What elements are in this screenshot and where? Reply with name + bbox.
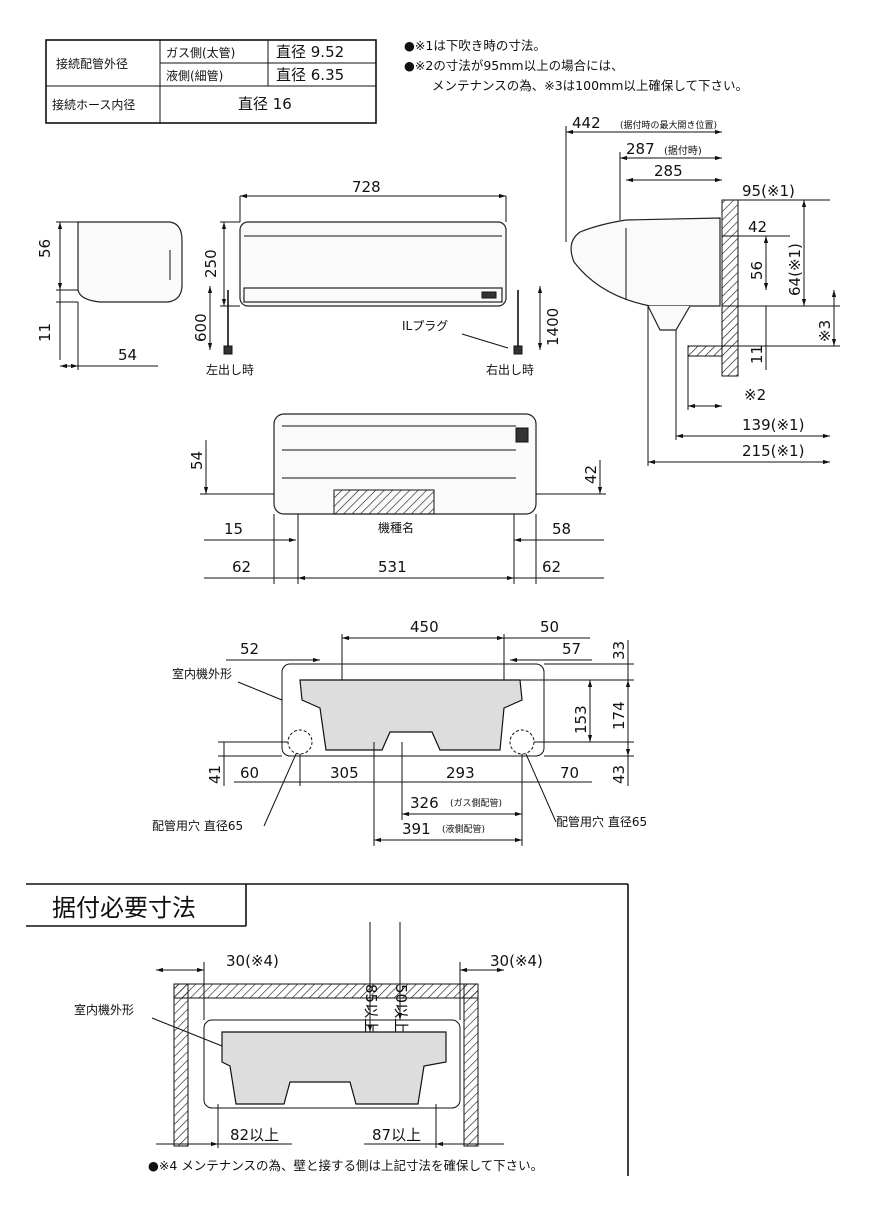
plate-326-note: (ガス側配管): [450, 797, 502, 809]
side-42: 42: [748, 218, 767, 236]
install-left-82: 82以上: [230, 1126, 279, 1144]
plate-view: 450 50 52 57 33 153 174 43 41 60 305 293…: [152, 618, 647, 846]
front-height-250: 250: [202, 249, 220, 278]
pipe-diameter-label: 接続配管外径: [56, 56, 128, 71]
plate-293: 293: [446, 764, 475, 782]
plate-57: 57: [562, 640, 581, 658]
gas-side-label: ガス側(太管): [166, 45, 235, 60]
side-depth-442-note: (据付時の最大開き位置): [620, 119, 717, 131]
install-title: 据付必要寸法: [52, 894, 196, 922]
hose-diameter-label: 接続ホース内径: [52, 97, 135, 112]
plate-174: 174: [610, 701, 628, 730]
plate-41: 41: [206, 765, 224, 784]
side-215-note1: 215(※1): [742, 442, 804, 460]
side-64-note1: 64(※1): [786, 243, 804, 296]
plate-52: 52: [240, 640, 259, 658]
side-depth-287-note: (据付時): [664, 144, 702, 157]
model-name-label: 機種名: [378, 520, 414, 535]
plate-33: 33: [610, 641, 628, 660]
install-right-87: 87以上: [372, 1126, 421, 1144]
side-small-width-54: 54: [118, 346, 137, 364]
liquid-side-label: 液側(細管): [166, 68, 223, 83]
plug-label: ILプラグ: [402, 319, 448, 333]
plate-70: 70: [560, 764, 579, 782]
plate-50: 50: [540, 618, 559, 636]
plate-60: 60: [240, 764, 259, 782]
side-view-small: 56 11 54: [36, 221, 183, 370]
bottom-54: 54: [188, 451, 206, 470]
hole-left-label: 配管用穴 直径65: [152, 818, 243, 833]
side-small-height-11: 11: [36, 323, 54, 342]
front-width-728: 728: [352, 178, 381, 196]
hose-diameter-value: 直径 16: [238, 95, 292, 113]
side-56: 56: [748, 261, 766, 280]
side-small-height-56: 56: [36, 239, 54, 258]
install-outline-label: 室内機外形: [74, 1002, 134, 1017]
plate-305: 305: [330, 764, 359, 782]
side-view-large: 442 (据付時の最大開き位置) 287 (据付時) 285 95(※1) 42…: [565, 114, 840, 466]
side-note3: ※3: [816, 320, 834, 342]
bottom-62-right: 62: [542, 558, 561, 576]
plate-153: 153: [572, 705, 590, 734]
install-note-4: ●※4 メンテナンスの為、壁と接する側は上記寸法を確保して下さい。: [148, 1158, 543, 1173]
plate-43: 43: [610, 765, 628, 784]
note-1: ●※1は下吹き時の寸法。: [404, 38, 546, 53]
front-view: 728 250 600 左出し時 1400 右出し時 ILプラグ: [192, 178, 562, 377]
right-outlet-label: 右出し時: [486, 362, 534, 377]
side-139-note1: 139(※1): [742, 416, 804, 434]
note-2-continued: メンテナンスの為、※3は100mm以上確保して下さい。: [432, 78, 748, 93]
bottom-62-left: 62: [232, 558, 251, 576]
install-up-50: 50以上: [392, 984, 410, 1033]
spec-table: 接続配管外径 ガス側(太管) 直径 9.52 液側(細管) 直径 6.35 接続…: [45, 39, 377, 124]
plate-326: 326: [410, 794, 439, 812]
left-outlet-label: 左出し時: [206, 362, 254, 377]
gas-side-value: 直径 9.52: [276, 43, 344, 61]
bottom-15: 15: [224, 520, 243, 538]
install-right-30: 30(※4): [490, 952, 543, 970]
notes: ●※1は下吹き時の寸法。 ●※2の寸法が95mm以上の場合には、 メンテナンスの…: [404, 38, 748, 93]
side-depth-442: 442: [572, 114, 601, 132]
install-up-85: 85以上: [362, 984, 380, 1033]
hole-right-label: 配管用穴 直径65: [556, 814, 647, 829]
plate-outline-label: 室内機外形: [172, 666, 232, 681]
side-depth-287: 287: [626, 140, 655, 158]
plate-391-note: (液側配管): [442, 823, 485, 835]
bottom-42: 42: [582, 465, 600, 484]
front-hose-1400: 1400: [544, 308, 562, 346]
plate-450: 450: [410, 618, 439, 636]
side-95-note1: 95(※1): [742, 182, 795, 200]
liquid-side-value: 直径 6.35: [276, 66, 344, 84]
install-left-30: 30(※4): [226, 952, 279, 970]
side-11: 11: [748, 345, 766, 364]
side-note2: ※2: [744, 386, 766, 404]
bottom-view: 機種名 54 42 15 58 62 531 62: [188, 413, 606, 584]
install-section: 据付必要寸法 30(※4) 30(※4) 85以上 50以上 82以上 87以上…: [26, 883, 629, 1176]
bottom-531: 531: [378, 558, 407, 576]
note-2: ●※2の寸法が95mm以上の場合には、: [404, 58, 624, 73]
side-depth-285: 285: [654, 162, 683, 180]
front-hose-600: 600: [192, 313, 210, 342]
bottom-58: 58: [552, 520, 571, 538]
plate-391: 391: [402, 820, 431, 838]
